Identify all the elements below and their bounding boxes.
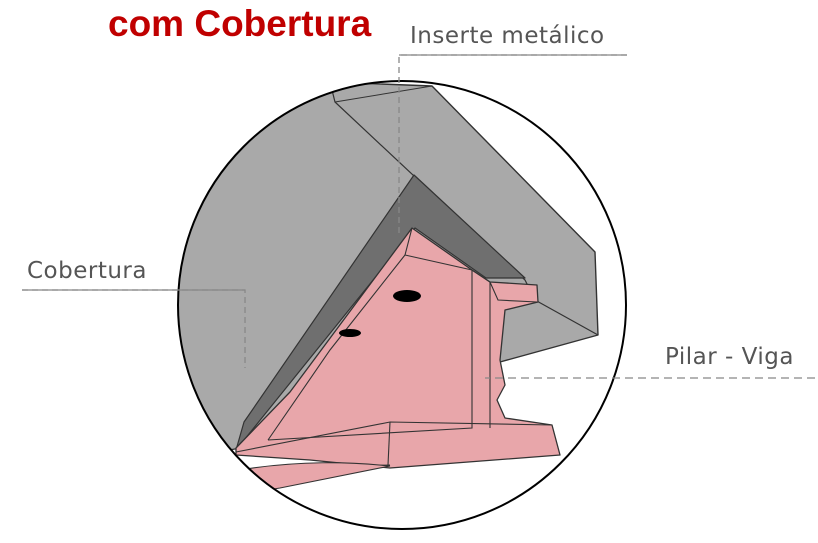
diagram-title: com Cobertura — [108, 3, 372, 44]
label-cobertura: Cobertura — [27, 258, 147, 284]
pilar-viga — [235, 227, 561, 501]
magnified-detail — [178, 81, 599, 501]
label-pilar-viga: Pilar - Viga — [665, 344, 794, 370]
bolt-hole-large — [393, 290, 421, 302]
inserte-metalico — [235, 174, 526, 451]
leader-lines — [22, 54, 815, 379]
magnifier-circle — [177, 80, 627, 530]
bolt-hole-small — [339, 329, 361, 337]
label-inserte-metalico: Inserte metálico — [410, 23, 605, 49]
